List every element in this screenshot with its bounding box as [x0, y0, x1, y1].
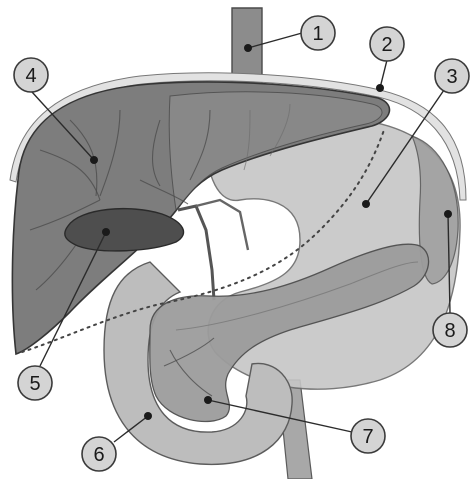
gallbladder: [65, 209, 184, 251]
svg-text:6: 6: [93, 444, 104, 466]
callout-7: 7: [351, 419, 385, 453]
callout-3: 3: [435, 59, 469, 93]
marker-dot-3: [362, 200, 370, 208]
svg-text:5: 5: [29, 373, 40, 395]
bile-duct: [178, 206, 214, 300]
marker-dot-1: [244, 44, 252, 52]
callout-4: 4: [14, 58, 48, 92]
svg-text:4: 4: [25, 65, 36, 87]
svg-text:8: 8: [444, 320, 455, 342]
callout-1: 1: [301, 16, 335, 50]
callout-6: 6: [82, 437, 116, 471]
marker-dot-6: [144, 412, 152, 420]
marker-dot-5: [102, 228, 110, 236]
marker-dot-2: [376, 84, 384, 92]
marker-dot-4: [90, 156, 98, 164]
svg-text:7: 7: [362, 426, 373, 448]
svg-text:3: 3: [446, 66, 457, 88]
svg-text:1: 1: [312, 23, 323, 45]
callout-5: 5: [18, 366, 52, 400]
leader-2: [380, 60, 387, 88]
svg-text:2: 2: [381, 34, 392, 56]
marker-dot-8: [444, 210, 452, 218]
marker-dot-7: [204, 396, 212, 404]
callout-8: 8: [433, 313, 467, 347]
callout-2: 2: [370, 27, 404, 61]
